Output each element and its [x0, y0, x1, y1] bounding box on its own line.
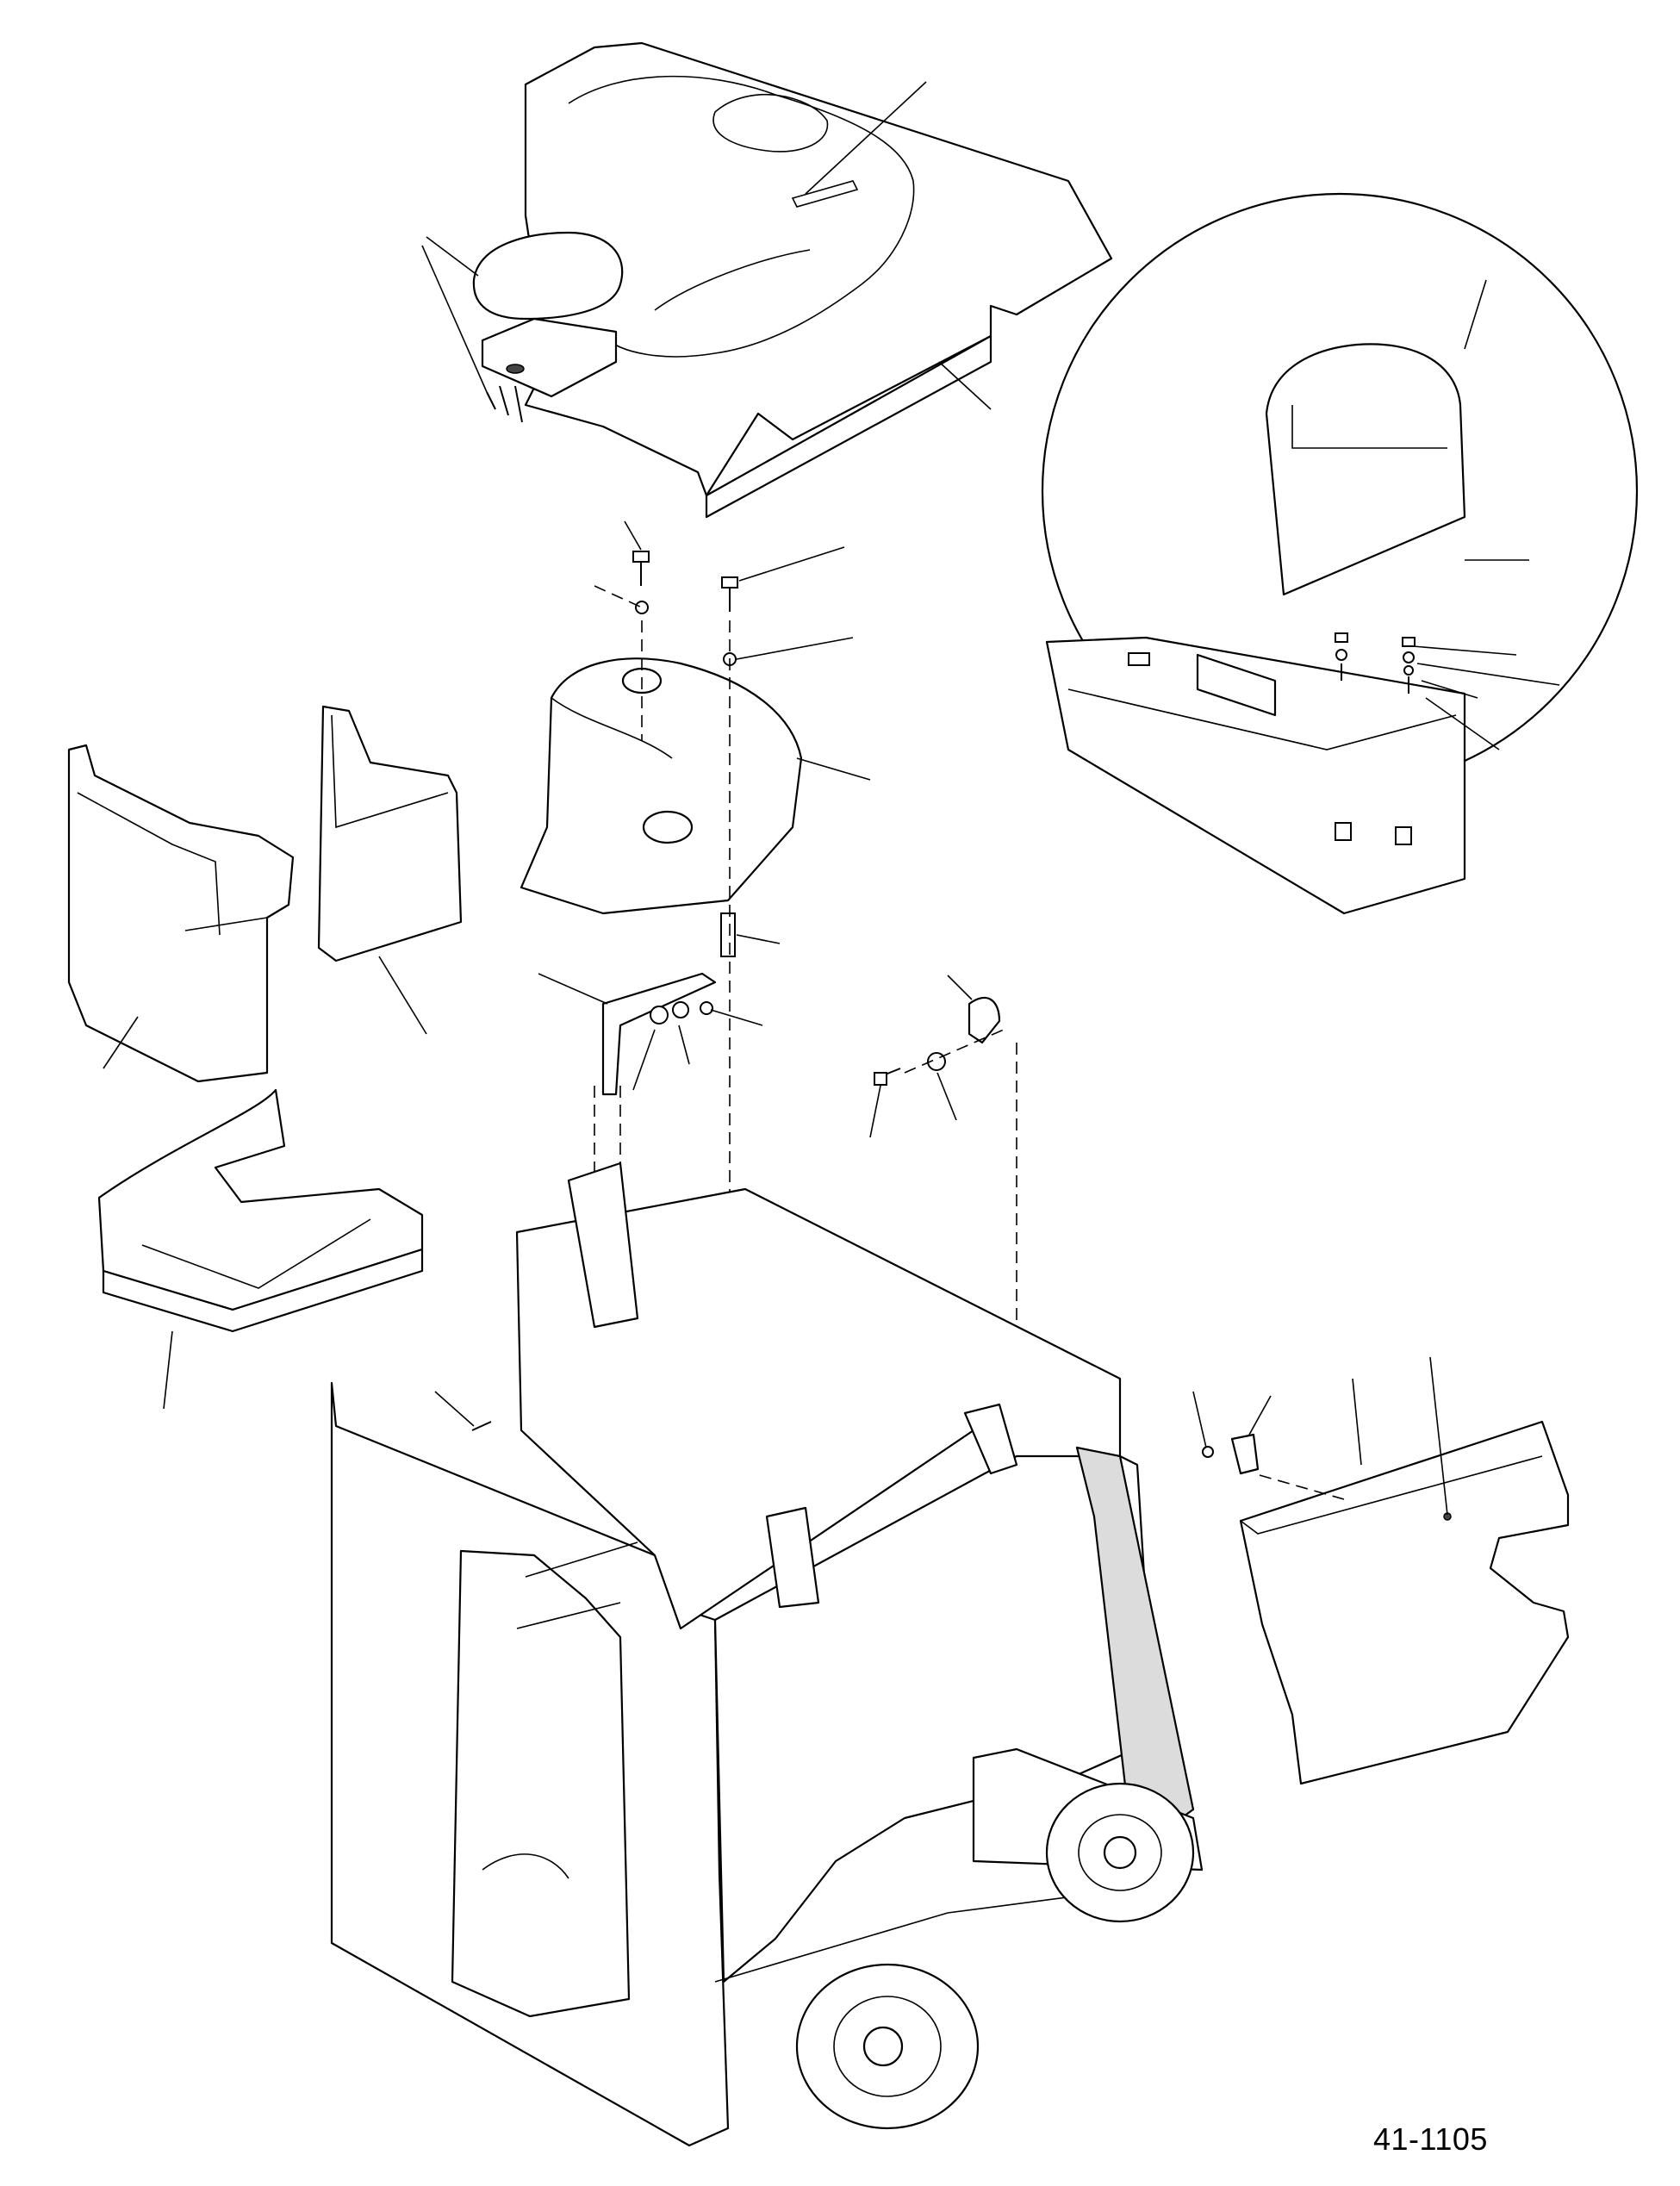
- leader-line: [796, 757, 871, 781]
- frame-bolt: [471, 1421, 492, 1431]
- leader-line: [1248, 1395, 1272, 1436]
- detail-zoom-circle: [1041, 192, 1639, 915]
- console-cover: [520, 657, 803, 915]
- left-side-cover: [67, 744, 295, 1083]
- leader-line: [1352, 1378, 1362, 1466]
- right-side-cover: [1239, 1420, 1570, 1785]
- right-panel-bracket: [1202, 1433, 1452, 1521]
- leader-line: [1425, 697, 1500, 750]
- assembly-axis-line: [1259, 1474, 1345, 1500]
- mount-bracket: [601, 972, 717, 1096]
- leader-line: [1421, 680, 1478, 699]
- assembly-axis-line: [904, 1029, 1005, 1074]
- leader-line: [1416, 663, 1560, 686]
- axle-hub-front: [795, 1963, 980, 2130]
- left-panel-liner: [317, 705, 463, 962]
- leader-line: [947, 975, 973, 1000]
- seat-cushion: [472, 231, 624, 398]
- leader-line: [938, 361, 992, 410]
- leader-line: [736, 637, 854, 660]
- floor-mat: [97, 1088, 424, 1333]
- leader-line: [103, 1016, 139, 1069]
- leader-line: [434, 1391, 475, 1427]
- drawing-number: 41-1105: [1373, 2121, 1488, 2157]
- side-latch: [874, 996, 1001, 1086]
- standoff-spacer: [720, 912, 736, 957]
- leader-line: [1464, 279, 1487, 350]
- leader-line: [738, 546, 845, 582]
- leader-line: [936, 1072, 957, 1121]
- leader-line: [378, 956, 427, 1035]
- leader-line: [736, 934, 781, 944]
- leader-line: [426, 236, 479, 277]
- cover-screws: [632, 551, 738, 666]
- leader-line: [632, 1029, 656, 1091]
- zoom-fastener-stack: [1335, 632, 1416, 694]
- leader-line: [624, 520, 642, 551]
- main-frame-chassis: [330, 1162, 1204, 2147]
- leader-line: [538, 973, 608, 1005]
- leader-line: [1412, 645, 1517, 656]
- leader-line: [869, 1085, 881, 1138]
- leader-line: [710, 1009, 763, 1026]
- axle-hub-rear: [1045, 1782, 1195, 1923]
- leader-line: [1192, 1391, 1207, 1448]
- leader-line: [678, 1024, 690, 1065]
- assembly-axis-line: [594, 585, 643, 608]
- leader-line: [1429, 1356, 1448, 1516]
- leader-line: [163, 1330, 173, 1410]
- leader-line: [421, 245, 488, 393]
- leader-line: [805, 81, 927, 195]
- seat-screws: [486, 385, 523, 423]
